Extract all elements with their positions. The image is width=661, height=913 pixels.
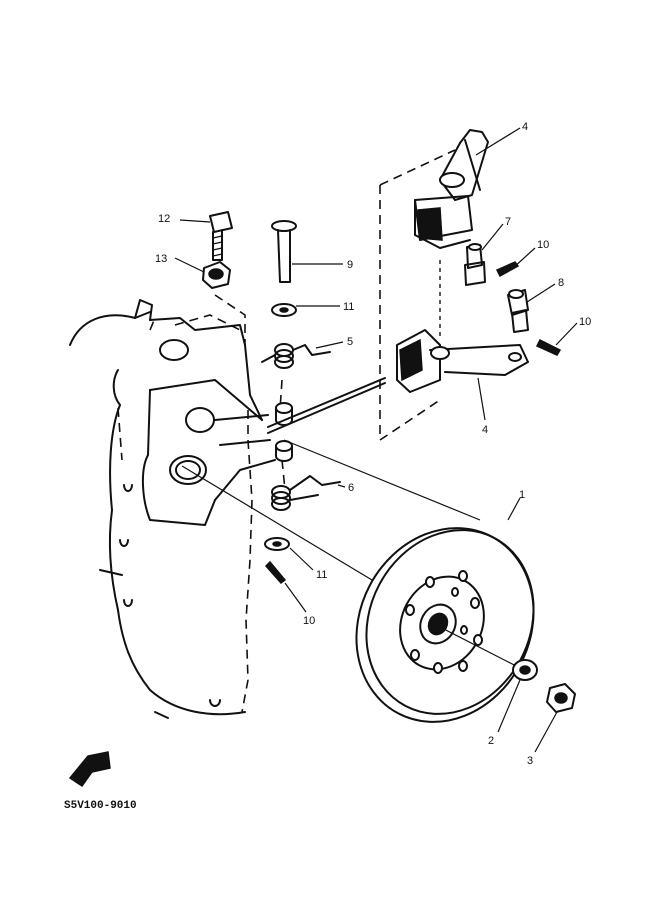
callout-4-top: 4 [522,121,528,133]
callout-leaders [174,127,578,753]
callout-10-a: 10 [537,239,549,251]
part-4-lower-lever [396,329,529,393]
callout-3: 3 [527,755,533,767]
callout-11-a: 11 [343,301,354,313]
part-2-lock-washer [512,659,538,681]
callout-12: 12 [158,213,170,225]
callout-6: 6 [348,482,354,494]
callout-10-c: 10 [303,615,315,627]
part-13-nut [202,261,231,289]
orientation-symbol-icon [68,751,111,788]
part-8-pin [507,289,529,333]
drawing-code: S5V100-9010 [64,800,137,812]
callout-8: 8 [558,277,564,289]
part-3-nut [546,683,576,713]
callout-11-b: 11 [316,569,327,581]
callout-9: 9 [347,259,353,271]
part-7-pin [464,243,486,286]
bushings [275,402,293,462]
callout-2: 2 [488,735,494,747]
alignment-lines [214,149,456,491]
leader-lines [181,439,521,669]
callout-7: 7 [505,216,511,228]
part-6-spring [271,475,341,511]
part-10-cotter-pins [264,261,562,585]
part-5-spring [261,343,331,369]
callout-4-bottom: 4 [482,424,488,436]
callout-13: 13 [155,253,167,265]
part-11-washers [264,303,297,551]
callout-1: 1 [519,489,525,501]
callout-10-b: 10 [579,316,591,328]
part-1-brake-disc [355,527,535,723]
callout-labels: 4 7 10 8 10 4 12 13 9 11 5 6 11 10 1 2 3 [155,121,591,767]
part-4-upper-lever [414,129,489,249]
engine-case [69,299,276,719]
part-12-bolt [209,211,233,261]
callout-5: 5 [347,336,353,348]
part-9-pin [271,220,297,283]
